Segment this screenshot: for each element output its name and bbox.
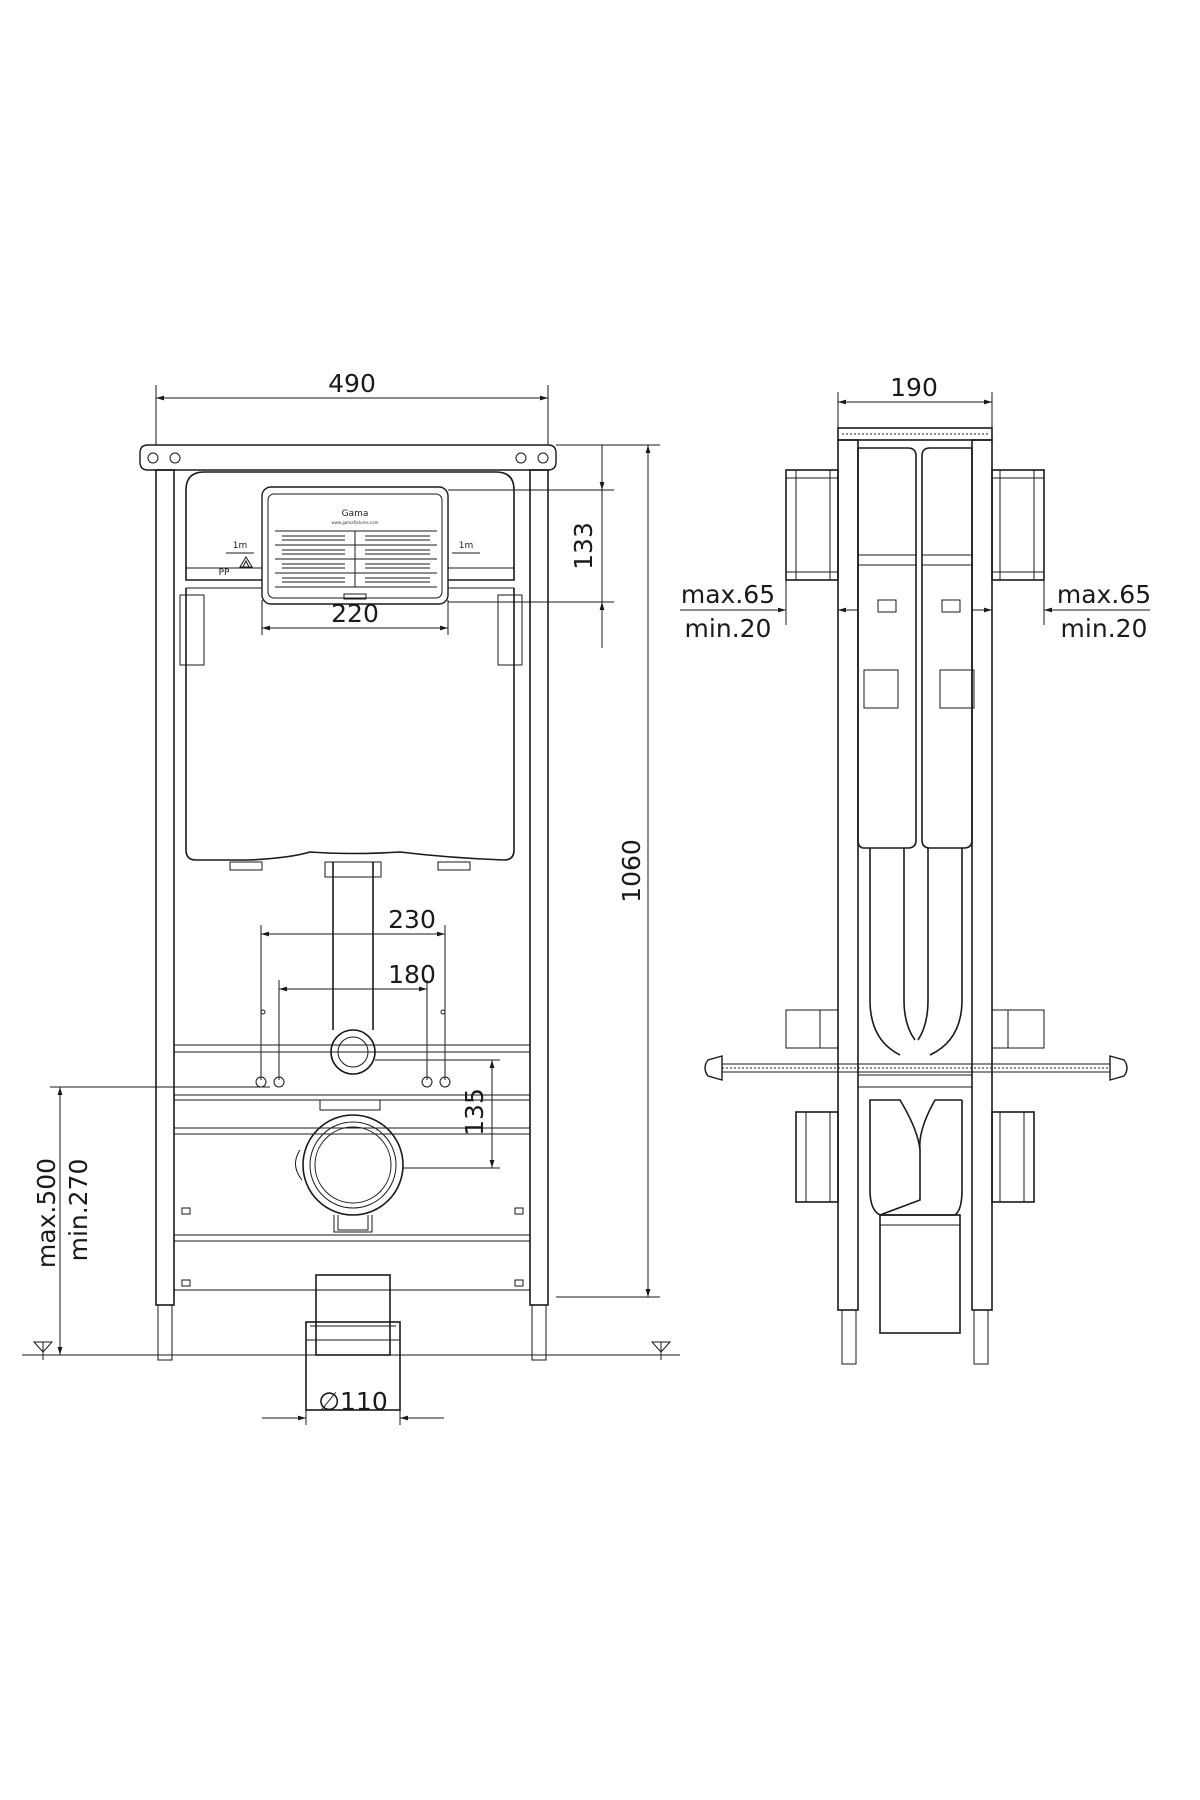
level-mark-left: 1m	[233, 541, 248, 551]
dim-total-height-label: 1060	[617, 839, 646, 903]
dim-outlet-offset-label: 135	[460, 1088, 489, 1136]
dim-pipe-diameter-label: ∅110	[318, 1387, 388, 1416]
dim-total-height: 1060	[556, 444, 660, 1298]
dim-cistern-top: 133	[448, 445, 614, 648]
dim-outlet-offset: 135	[375, 1059, 500, 1169]
side-waste-bend	[857, 1074, 973, 1334]
floor-line	[22, 1341, 680, 1360]
dim-outlet-height-min: min.270	[64, 1159, 93, 1262]
level-mark-right: 1m	[459, 541, 474, 551]
dim-stud-spacing-inner: 180	[278, 960, 436, 1080]
website-label: www.gamafixtures.com	[332, 520, 379, 525]
side-top-bar	[837, 427, 993, 441]
dim-outlet-height: max.500 min.270	[32, 1086, 270, 1355]
dim-width-label: 490	[328, 369, 376, 398]
side-cistern	[857, 447, 975, 849]
side-posts	[837, 439, 993, 1365]
dim-wall-left: max.65 min.20	[680, 580, 858, 643]
frame-posts	[155, 469, 549, 1361]
dim-outlet-height-max: max.500	[32, 1158, 61, 1268]
dim-wall-right-min: min.20	[1061, 614, 1148, 643]
dim-panel-width: 220	[261, 599, 449, 635]
dim-stud-spacing-inner-label: 180	[388, 960, 436, 989]
side-inlet-left	[785, 469, 839, 581]
flush-pipe	[324, 861, 382, 1075]
dim-depth-label: 190	[890, 373, 938, 402]
dim-pipe-diameter: ∅110	[262, 1387, 444, 1425]
dim-depth: 190	[837, 373, 993, 428]
side-view: 190 max.65 min.20 max.65 min.20	[680, 373, 1151, 1365]
dim-wall-left-max: max.65	[681, 580, 775, 609]
brand-label: Gama	[342, 509, 369, 519]
top-mounting-bar	[139, 444, 557, 471]
dim-stud-spacing-outer-label: 230	[388, 905, 436, 934]
recycle-icon	[239, 556, 253, 568]
dim-panel-width-label: 220	[331, 599, 379, 628]
flush-panel-plate: Gama www.gamafixtures.com	[261, 486, 449, 605]
panel-text-block	[275, 530, 437, 588]
side-outlet-left	[795, 1111, 839, 1203]
material-label: PP	[219, 568, 230, 578]
side-inlet-right	[991, 469, 1045, 581]
dim-stud-spacing-outer: 230	[260, 905, 446, 1080]
dim-width: 490	[155, 369, 549, 445]
dim-cistern-top-label: 133	[569, 522, 598, 570]
side-brackets	[785, 1009, 1045, 1049]
waste-bend	[295, 1100, 404, 1233]
dim-wall-right: max.65 min.20	[972, 580, 1151, 643]
dim-wall-right-max: max.65	[1057, 580, 1151, 609]
threaded-rod	[704, 1055, 1128, 1081]
side-outlet-right	[991, 1111, 1035, 1203]
front-view: Gama www.gamafixtures.com	[22, 369, 680, 1425]
side-flush-pipe	[869, 848, 963, 1056]
dim-wall-left-min: min.20	[685, 614, 772, 643]
